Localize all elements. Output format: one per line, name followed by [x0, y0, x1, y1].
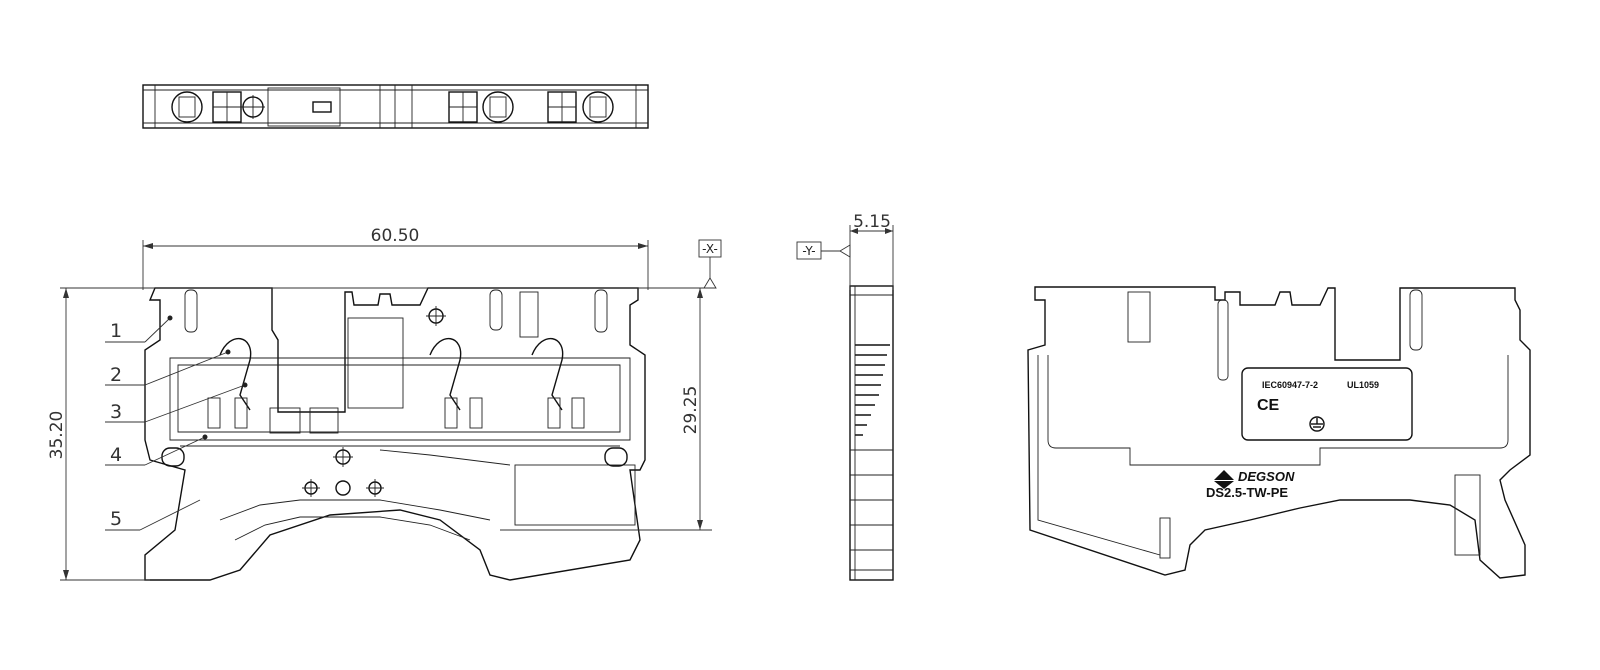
front-view: [144, 287, 646, 581]
screw-point-icon: [426, 306, 446, 326]
screw-point-icon: [333, 447, 353, 467]
datum-x: -X-: [698, 239, 722, 289]
callout-5: 5: [110, 508, 122, 530]
dimension-height-rail: 29.25: [681, 386, 701, 435]
datum-x-label: -X-: [702, 242, 718, 256]
wire-entry-icon: [171, 91, 203, 123]
wire-entry-icon: [482, 91, 514, 123]
release-slot-icon: [448, 91, 478, 123]
dimension-height-total: 35.20: [47, 411, 67, 460]
wire-entry-icon: [582, 91, 614, 123]
degson-logo: DEGSON: [1214, 469, 1295, 489]
protective-earth-icon: [1309, 416, 1325, 432]
top-view: [142, 84, 649, 129]
screw-point-icon: [302, 479, 320, 497]
brand-text: DEGSON: [1238, 469, 1295, 484]
model-text: DS2.5-TW-PE: [1206, 485, 1288, 500]
ce-mark: CE: [1257, 397, 1280, 414]
callout-2: 2: [110, 364, 122, 386]
callout-4: 4: [110, 444, 122, 466]
callout-1: 1: [110, 320, 122, 342]
callout-3: 3: [110, 401, 122, 423]
datum-y-label: -Y-: [802, 244, 815, 258]
dimension-lines: 60.50 35.20 29.25 -X-: [47, 226, 722, 581]
test-point-icon: [241, 95, 265, 119]
spring-clamp-icon: [219, 337, 252, 411]
callouts: 1 2 3 4 5: [105, 315, 248, 531]
release-slot-icon: [212, 91, 242, 123]
standard-text: IEC60947-7-2: [1262, 380, 1318, 390]
back-view: IEC60947-7-2 UL1059 CE DEGSON DS2.5-TW-P…: [1027, 286, 1531, 579]
side-view: 5.15 -Y-: [796, 212, 894, 581]
ul-text: UL1059: [1347, 380, 1379, 390]
spring-clamp-icon: [429, 337, 462, 411]
spring-clamp-icon: [531, 337, 564, 411]
dimension-width-side: 5.15: [853, 212, 891, 232]
release-slot-icon: [547, 91, 577, 123]
product-label-panel: IEC60947-7-2 UL1059 CE: [1241, 367, 1413, 441]
screw-point-icon: [366, 479, 384, 497]
datum-y: -Y-: [796, 241, 851, 260]
dimension-width-front: 60.50: [371, 226, 420, 246]
